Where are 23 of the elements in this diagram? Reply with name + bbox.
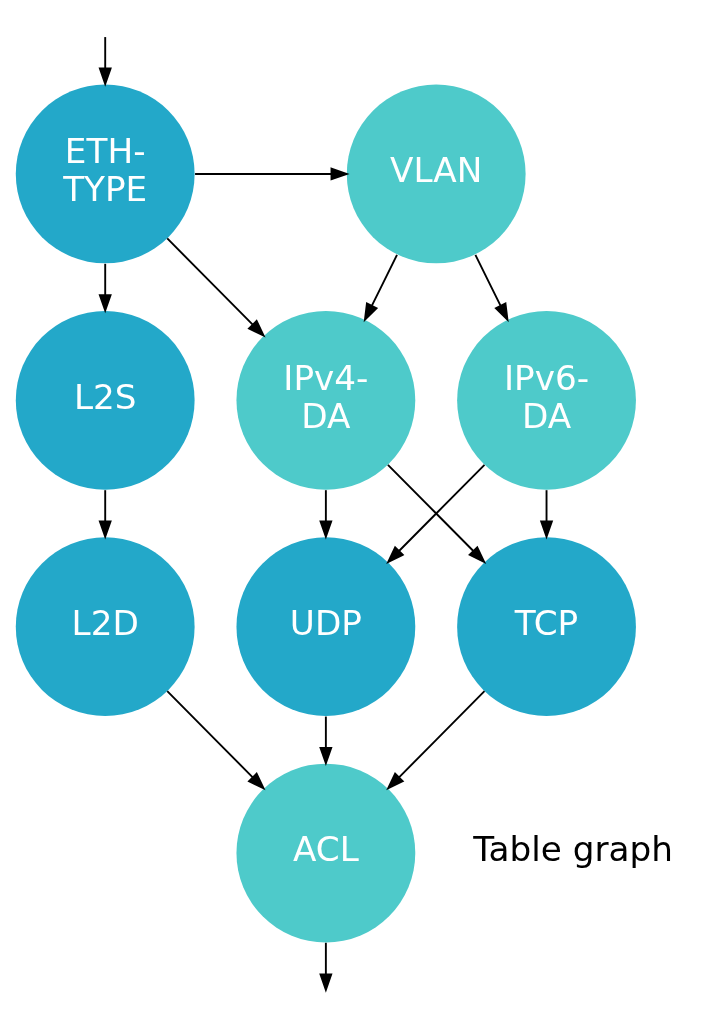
arrow xyxy=(319,489,333,540)
node-circle: L2D xyxy=(15,537,195,717)
arrow xyxy=(386,690,486,791)
node-circle: IPv4-DA xyxy=(236,310,416,490)
node-circle: TCP xyxy=(457,537,636,717)
arrow xyxy=(98,489,112,540)
node-circle: IPv6-DA xyxy=(457,310,636,490)
arrow xyxy=(319,941,333,993)
label: Table graph xyxy=(473,829,673,870)
arrow xyxy=(98,262,112,314)
arrow xyxy=(166,690,266,791)
node-circle: ETH-TYPE xyxy=(15,84,195,264)
node-circle: VLAN xyxy=(346,84,526,264)
arrow xyxy=(363,254,398,323)
arrow xyxy=(474,254,509,323)
arrow xyxy=(319,715,333,766)
node-circle: L2S xyxy=(15,310,195,490)
node-circle: ACL xyxy=(236,763,416,943)
arrow xyxy=(166,237,266,338)
arrow xyxy=(194,167,350,181)
node-circle: UDP xyxy=(236,537,416,717)
arrow xyxy=(539,489,554,540)
arrow xyxy=(98,36,112,87)
